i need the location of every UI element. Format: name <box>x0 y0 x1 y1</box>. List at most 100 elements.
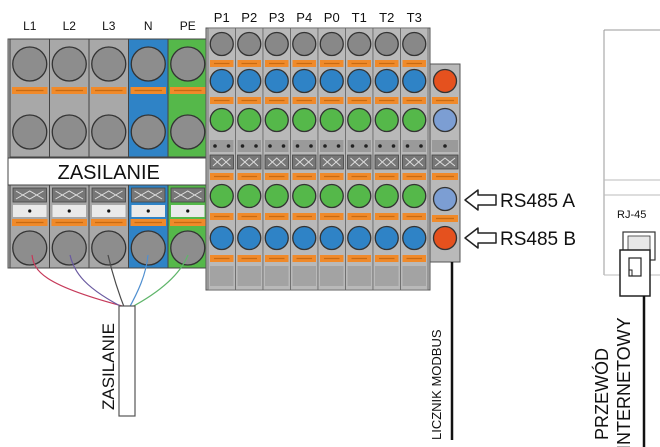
terminal-dot <box>419 144 423 148</box>
terminal-jumper-icon <box>402 154 427 170</box>
terminal-jumper-icon-mark <box>240 157 259 167</box>
terminal-dot-band <box>210 140 234 152</box>
terminal-screw-green-icon <box>402 107 427 133</box>
modbus-jumper-icon-mark2 <box>434 157 456 167</box>
terminal-screw-green-icon <box>347 183 372 209</box>
terminal-screw-green-icon <box>209 183 234 209</box>
terminal-dot <box>323 144 327 148</box>
terminal-jumper-icon <box>237 154 262 170</box>
terminal-dot-band <box>402 140 426 152</box>
power-jumper-icon <box>91 187 126 203</box>
terminal-screw-blue-icon <box>319 225 344 251</box>
internet-cable-label-line1: PRZEWÓD <box>591 348 612 440</box>
rs485-b-label: RS485 B <box>500 229 576 250</box>
terminal-screw-green-icon <box>402 183 427 209</box>
terminal-dot <box>350 144 355 148</box>
terminal-jumper-icon-mark2 <box>377 157 396 167</box>
terminal-screw-icon <box>209 31 234 57</box>
modbus-jumper-icon-mark <box>434 157 456 167</box>
terminal-screw-blue-icon <box>264 225 289 251</box>
terminal-dot-band <box>292 140 316 152</box>
terminal-screw-green-icon <box>292 107 317 133</box>
terminal-column-label: P1 <box>214 10 230 25</box>
terminal-column-label: T1 <box>352 10 367 25</box>
terminal-screw-icon <box>292 31 317 57</box>
terminal-screw-blue-icon <box>264 68 289 94</box>
terminal-base <box>375 266 399 286</box>
power-screw-icon <box>12 230 48 266</box>
terminal-screw-blue-icon <box>292 68 317 94</box>
power-jumper-icon-mark2 <box>94 190 123 200</box>
power-jumper-icon-mark <box>134 190 163 200</box>
terminal-dot <box>254 144 258 148</box>
power-screw-icon <box>170 230 206 266</box>
power-jumper-icon <box>131 187 166 203</box>
terminal-base <box>210 266 234 286</box>
terminal-screw-green-icon <box>237 107 262 133</box>
terminal-screw-green-icon <box>347 107 372 133</box>
terminal-jumper-icon-mark2 <box>405 157 424 167</box>
terminal-screw-blue-icon <box>402 225 427 251</box>
terminal-jumper-icon <box>209 154 234 170</box>
terminal-dot-band <box>237 140 261 152</box>
terminal-jumper-icon-mark <box>212 157 231 167</box>
power-jumper-icon-mark <box>15 190 44 200</box>
power-screw-icon <box>130 46 166 82</box>
terminal-screw-green-icon <box>319 183 344 209</box>
power-jumper-icon-mark2 <box>173 190 202 200</box>
power-jumper-icon-mark <box>94 190 123 200</box>
rj45-plug-icon <box>619 249 651 297</box>
power-jumper-icon-mark2 <box>55 190 84 200</box>
terminal-jumper-icon-mark2 <box>350 157 369 167</box>
power-column-label: PE <box>180 19 196 33</box>
signal-terminal-block <box>205 27 431 291</box>
power-block-label: ZASILANIE <box>58 162 160 184</box>
modbus-screw-a-icon <box>432 186 458 212</box>
router-port-label: RJ-45 <box>617 209 646 221</box>
terminal-column-label: P4 <box>296 10 312 25</box>
terminal-dot-band <box>265 140 289 152</box>
rs485-b-arrow-icon <box>464 227 497 249</box>
power-jumper-icon <box>52 187 87 203</box>
power-screw-icon <box>51 230 87 266</box>
terminal-dot <box>405 144 410 148</box>
power-column-label: L1 <box>23 19 37 33</box>
terminal-dot <box>268 144 272 148</box>
terminal-dot-band <box>320 140 344 152</box>
terminal-jumper-icon-mark2 <box>212 157 231 167</box>
terminal-jumper-icon <box>319 154 344 170</box>
terminal-jumper-icon-mark <box>377 157 396 167</box>
terminal-screw-green-icon <box>374 107 399 133</box>
rs485-a-label: RS485 A <box>500 191 575 212</box>
power-screw-icon <box>51 46 87 82</box>
terminal-screw-icon <box>237 31 262 57</box>
power-jumper-icon <box>12 187 47 203</box>
terminal-dot <box>295 144 300 148</box>
terminal-dot <box>240 144 245 148</box>
terminal-dot-band <box>347 140 371 152</box>
modbus-meter-label: LICZNIK MODBUS <box>429 329 444 440</box>
rs485-a-arrow-icon <box>464 189 497 211</box>
modbus-jumper-icon <box>431 154 459 170</box>
terminal-dot <box>336 144 341 148</box>
terminal-screw-icon <box>374 31 399 57</box>
modbus-dot <box>443 144 447 148</box>
terminal-base <box>265 266 289 286</box>
power-jumper-icon-mark2 <box>15 190 44 200</box>
power-terminal-block: ZASILANIE <box>7 38 210 269</box>
terminal-screw-blue-icon <box>237 225 262 251</box>
terminal-jumper-icon <box>292 154 317 170</box>
terminal-column-label: T2 <box>379 10 394 25</box>
terminal-dot <box>378 144 382 148</box>
terminal-screw-blue-icon <box>209 68 234 94</box>
terminal-screw-blue-icon <box>292 225 317 251</box>
terminal-dot <box>226 144 231 148</box>
power-screw-icon <box>130 230 166 266</box>
terminal-dot <box>309 144 313 148</box>
power-screw-icon <box>12 114 48 150</box>
terminal-screw-blue-icon <box>237 68 262 94</box>
terminal-screw-blue-icon <box>374 68 399 94</box>
terminal-dot <box>364 144 368 148</box>
